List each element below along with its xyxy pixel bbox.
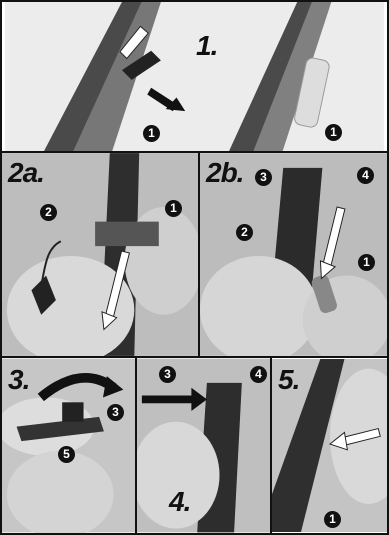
step-5-label: 5. bbox=[278, 366, 299, 394]
panel-step-4: 3 4 4. bbox=[135, 356, 272, 535]
step-4-photo bbox=[137, 358, 270, 533]
callout-2a-1: 1 bbox=[165, 200, 182, 217]
panel-step-2a: 2a. 1 2 bbox=[0, 151, 200, 358]
callout-2a-2: 2 bbox=[40, 204, 57, 221]
callout-3-3: 3 bbox=[107, 404, 124, 421]
panel-step-3: 3. 3 5 bbox=[0, 356, 137, 535]
callout-1a: 1 bbox=[143, 125, 160, 142]
callout-4-4: 4 bbox=[250, 366, 267, 383]
callout-2b-2: 2 bbox=[236, 224, 253, 241]
callout-4-3: 3 bbox=[159, 366, 176, 383]
callout-2b-4: 4 bbox=[357, 167, 374, 184]
callout-2b-3: 3 bbox=[255, 169, 272, 186]
step-2a-label: 2a. bbox=[8, 159, 44, 187]
callout-2b-1: 1 bbox=[358, 254, 375, 271]
step-1-label: 1. bbox=[196, 32, 217, 60]
callout-3-5: 5 bbox=[58, 446, 75, 463]
panel-step-1: 1. 1 1 bbox=[0, 0, 389, 153]
callout-1b: 1 bbox=[325, 124, 342, 141]
step-3-label: 3. bbox=[8, 366, 29, 394]
panel-step-5: 5. 1 bbox=[270, 356, 389, 535]
step-2b-label: 2b. bbox=[206, 159, 243, 187]
step-4-label: 4. bbox=[169, 488, 190, 516]
panel-step-2b: 2b. 3 4 2 1 bbox=[198, 151, 389, 358]
callout-5-1: 1 bbox=[324, 511, 341, 528]
